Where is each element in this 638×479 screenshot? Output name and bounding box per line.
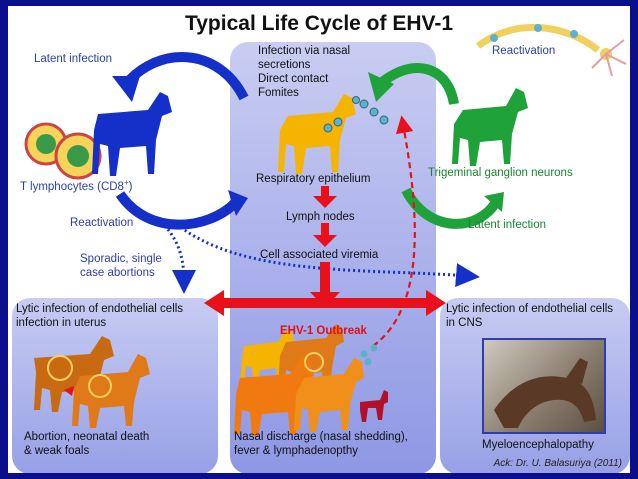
neuron-icon: [475, 23, 627, 77]
label-abortion-1: Abortion, neonatal death: [24, 431, 150, 443]
horse-gold-icon: [278, 94, 356, 174]
label-sporadic-1: Sporadic, single: [80, 253, 162, 265]
label-sporadic-2: case abortions: [80, 267, 155, 279]
reactivation-arrow-left: [115, 190, 248, 230]
label-abortion-2: & weak foals: [24, 445, 90, 457]
label-nasal-1: Nasal discharge (nasal shedding),: [234, 431, 408, 443]
virus-particle-icon: [323, 96, 389, 133]
label-infection-1: Infection via nasal: [258, 45, 351, 57]
horse-mare-icon: [34, 336, 150, 428]
label-reactivation-left: Reactivation: [70, 217, 134, 229]
label-latent-infection-top: Latent infection: [34, 53, 113, 65]
label-respiratory-epithelium: Respiratory epithelium: [256, 173, 371, 185]
label-lymph-nodes: Lymph nodes: [286, 211, 355, 223]
page-title: Typical Life Cycle of EHV-1: [184, 12, 454, 35]
infection-arrow-green: [368, 63, 459, 106]
horse-green-icon: [452, 88, 528, 166]
latent-infection-arrow: [112, 52, 249, 102]
label-lytic-cns-1: Lytic infection of endothelial cells: [446, 303, 614, 315]
label-trigeminal: Trigeminal ganglion neurons: [428, 167, 573, 179]
acknowledgement: Ack: Dr. U. Balasuriya (2011): [493, 458, 622, 469]
label-viremia: Cell associated viremia: [260, 249, 379, 261]
horse-group-outbreak: [234, 324, 388, 436]
slide: Typical Life Cycle of EHV-1: [8, 6, 630, 473]
label-myeloencephalopathy: Myeloencephalopathy: [482, 439, 594, 451]
label-lytic-uterus-1: Lytic infection of endothelial cells: [16, 303, 184, 315]
label-reactivation-top: Reactivation: [492, 45, 556, 57]
label-infection-4: Fomites: [258, 87, 299, 99]
red-dashed-arrow: [372, 115, 416, 347]
diagram-art: [24, 23, 627, 436]
label-infection-2: secretions: [258, 59, 311, 71]
label-latent-infection-right: Latent infection: [468, 219, 547, 231]
horse-blue-icon: [92, 92, 172, 176]
red-down-arrows: [310, 186, 340, 308]
label-lytic-cns-2: in CNS: [446, 317, 483, 329]
horse-photo: [482, 338, 606, 434]
label-nasal-2: fever & lymphadenopthy: [234, 445, 359, 457]
dotted-arrow-sporadic: [156, 216, 196, 294]
label-infection-3: Direct contact: [258, 73, 329, 85]
red-horizontal-arrow: [204, 290, 446, 316]
label-lytic-uterus-2: infection in uterus: [16, 317, 107, 329]
label-outbreak: EHV-1 Outbreak: [280, 325, 367, 337]
label-t-lymphocytes: T lymphocytes (CD8+): [20, 178, 133, 193]
t-lymphocyte-icon: [24, 122, 102, 180]
